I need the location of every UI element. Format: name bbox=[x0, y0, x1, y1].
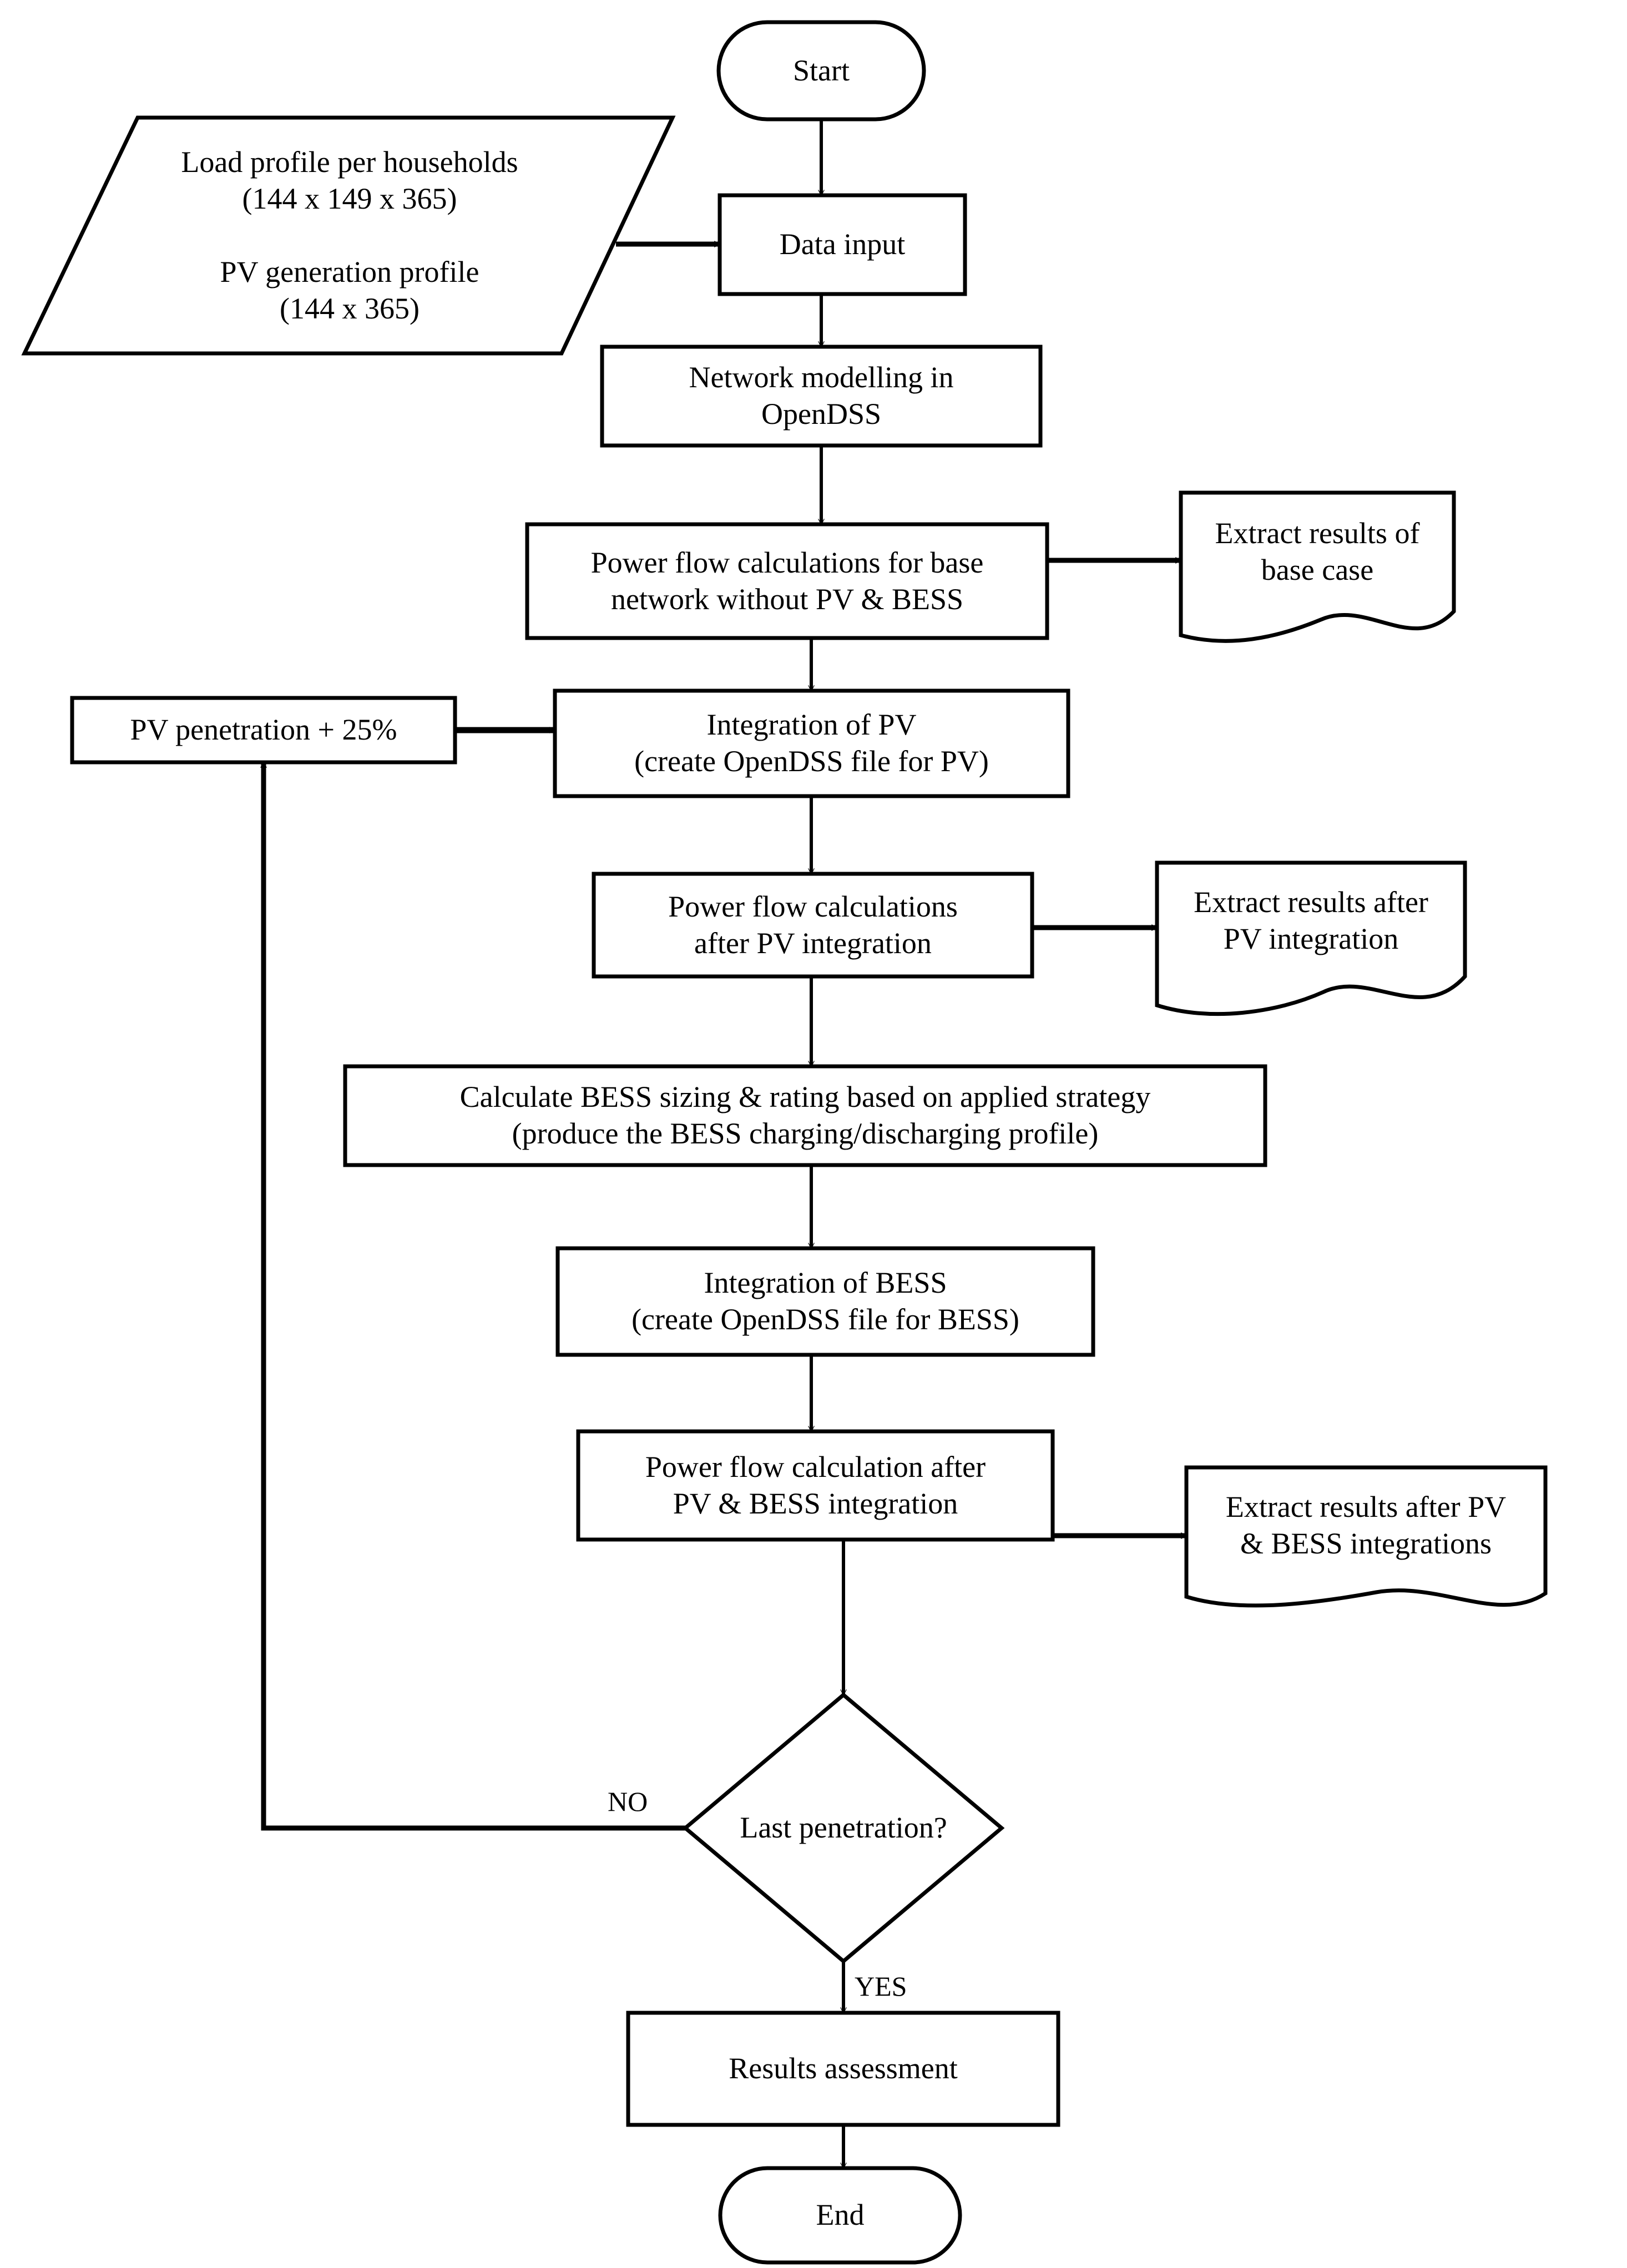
node-input-data[interactable] bbox=[24, 118, 673, 353]
shape-extract-bess bbox=[1184, 1465, 1548, 1608]
node-power-flow-pv[interactable] bbox=[594, 874, 1032, 976]
shape-extract-pv bbox=[1155, 860, 1467, 1016]
shape-calculate-bess bbox=[343, 1064, 1267, 1167]
node-end[interactable] bbox=[720, 2168, 960, 2262]
edge-decision-no-to-pv-penetration bbox=[264, 762, 685, 1831]
node-start[interactable] bbox=[719, 22, 924, 119]
shape-power-flow-bess bbox=[576, 1429, 1055, 1542]
shape-integration-bess bbox=[555, 1246, 1095, 1357]
node-extract-pv[interactable] bbox=[1157, 863, 1465, 1018]
node-results-assessment[interactable] bbox=[628, 2013, 1058, 2125]
node-last-penetration[interactable] bbox=[685, 1695, 1002, 1961]
shape-end bbox=[718, 2166, 962, 2265]
shape-input-data bbox=[21, 115, 676, 356]
node-power-flow-base[interactable] bbox=[527, 524, 1047, 638]
node-data-input[interactable] bbox=[720, 195, 965, 294]
node-extract-bess[interactable] bbox=[1186, 1467, 1545, 1623]
node-power-flow-bess[interactable] bbox=[578, 1431, 1053, 1540]
node-pv-penetration[interactable] bbox=[72, 698, 455, 762]
node-integration-bess[interactable] bbox=[558, 1248, 1093, 1355]
edge-label-no: NO bbox=[608, 1786, 648, 1817]
shape-power-flow-base bbox=[525, 522, 1049, 640]
node-calculate-bess[interactable] bbox=[345, 1066, 1265, 1165]
edge-label-yes: YES bbox=[855, 1971, 907, 2002]
node-extract-base[interactable] bbox=[1181, 493, 1454, 642]
node-network-modelling[interactable] bbox=[602, 347, 1040, 446]
node-integration-pv[interactable] bbox=[555, 691, 1068, 796]
shape-extract-base bbox=[1179, 490, 1456, 643]
